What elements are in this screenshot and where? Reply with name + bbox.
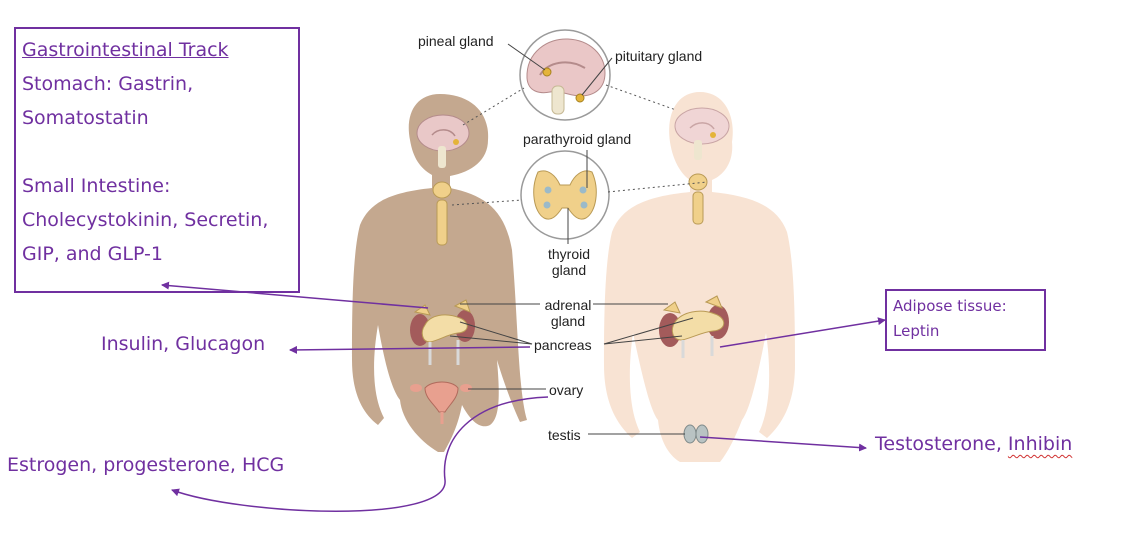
label-testis: testis — [548, 427, 581, 443]
adipose-tissue-box: Adipose tissue: Leptin — [885, 289, 1046, 351]
gi-line-somatostatin: Somatostatin — [22, 107, 149, 129]
female-pineal-dot — [453, 139, 459, 145]
label-pituitary-gland: pituitary gland — [615, 48, 703, 64]
female-uterus — [424, 381, 459, 413]
male-pancreas — [671, 310, 725, 341]
gi-line-stomach: Stomach: Gastrin, — [22, 73, 194, 95]
ovary-arrow — [171, 396, 549, 512]
adipose-line-title: Adipose tissue: — [893, 297, 1007, 315]
brain-inset — [519, 29, 611, 121]
gi-spacer — [22, 135, 292, 169]
label-thyroid-line2: gland — [551, 262, 587, 278]
male-brain — [674, 107, 730, 145]
hormone-inhibin: Inhibin — [1007, 433, 1073, 455]
male-testis-right — [695, 424, 709, 444]
hormone-testosterone: Testosterone, — [875, 433, 1008, 455]
female-brain — [416, 114, 470, 152]
label-parathyroid-gland: parathyroid gland — [523, 131, 632, 147]
testis-arrow — [699, 436, 867, 452]
label-adrenal-line2: gland — [550, 313, 586, 329]
male-body — [604, 92, 795, 462]
female-pancreas — [421, 314, 468, 343]
female-body — [352, 94, 527, 452]
male-testis-left — [683, 424, 697, 444]
adipose-arrow — [719, 317, 886, 348]
label-adrenal-gland: adrenal gland — [539, 297, 597, 329]
label-thyroid-line1: thyroid — [547, 246, 591, 262]
thyroid-inset — [520, 150, 610, 240]
label-thyroid-gland: thyroid gland — [541, 246, 597, 278]
female-thymus — [436, 199, 448, 246]
male-pineal-dot — [710, 132, 716, 138]
male-thymus — [692, 191, 704, 225]
label-pineal-gland: pineal gland — [418, 33, 494, 49]
hormone-ovary: Estrogen, progesterone, HCG — [7, 454, 285, 476]
gi-line-small-intestine: Small Intestine: — [22, 175, 171, 197]
gi-arrow — [161, 281, 429, 309]
gi-title: Gastrointestinal Track — [22, 39, 229, 61]
hormone-testis: Testosterone, Inhibin — [875, 433, 1072, 455]
gi-tract-box: Gastrointestinal Track Stomach: Gastrin,… — [14, 27, 300, 293]
gi-line-cck-secretin: Cholecystokinin, Secretin, — [22, 209, 269, 231]
pancreas-arrow — [289, 345, 531, 354]
label-adrenal-line1: adrenal — [544, 297, 592, 313]
hormone-pancreas: Insulin, Glucagon — [101, 333, 266, 355]
label-ovary: ovary — [549, 382, 584, 398]
gi-line-gip-glp1: GIP, and GLP-1 — [22, 243, 163, 265]
adipose-line-leptin: Leptin — [893, 322, 940, 340]
label-pancreas: pancreas — [534, 337, 592, 353]
